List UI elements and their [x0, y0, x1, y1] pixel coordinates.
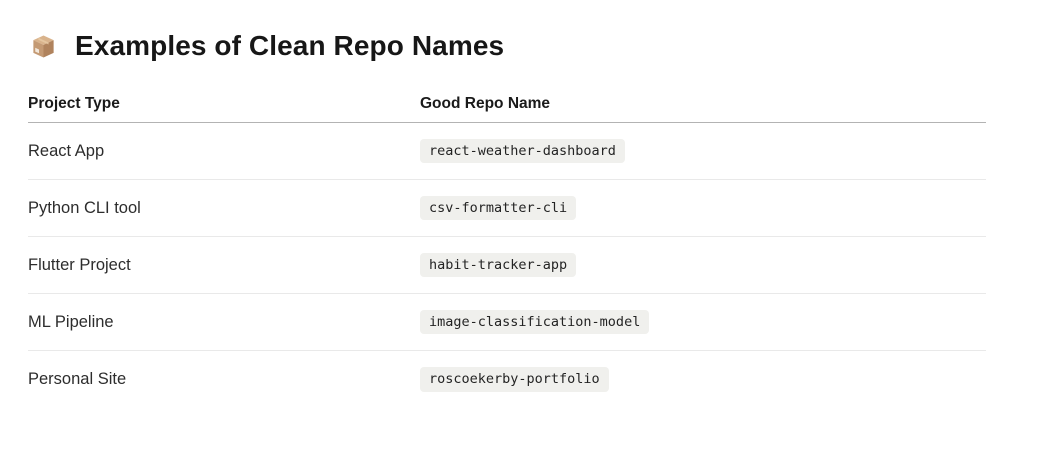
project-type-cell: Flutter Project	[28, 255, 131, 274]
project-type-cell: Python CLI tool	[28, 198, 141, 217]
repo-name-cell: roscoekerby-portfolio	[420, 367, 986, 392]
table-header: Project Type Good Repo Name	[28, 95, 986, 123]
table-row: Flutter Project habit-tracker-app	[28, 237, 986, 294]
repo-name-code: react-weather-dashboard	[420, 138, 625, 164]
table-row: React App react-weather-dashboard	[28, 123, 986, 180]
repo-name-cell: image-classification-model	[420, 309, 986, 335]
project-type-cell: Personal Site	[28, 370, 127, 388]
repo-name-code: image-classification-model	[420, 309, 650, 335]
project-type-cell: ML Pipeline	[28, 312, 114, 331]
repo-name-cell: csv-formatter-cli	[420, 195, 986, 221]
page-root: Examples of Clean Repo Names Project Typ…	[28, 28, 1030, 408]
column-header-good-repo-name: Good Repo Name	[420, 95, 551, 112]
package-icon	[30, 33, 57, 60]
repo-name-cell: react-weather-dashboard	[420, 138, 986, 164]
table-body: React App react-weather-dashboard Python…	[28, 123, 986, 408]
table-row: Personal Site roscoekerby-portfolio	[28, 351, 986, 408]
repo-name-code: habit-tracker-app	[420, 252, 577, 278]
column-header-project-type: Project Type	[28, 95, 120, 112]
repo-examples-table: Project Type Good Repo Name React App re…	[28, 95, 986, 408]
project-type-cell: React App	[28, 141, 105, 160]
table-row: ML Pipeline image-classification-model	[28, 294, 986, 351]
page-title: Examples of Clean Repo Names	[75, 30, 505, 61]
repo-name-cell: habit-tracker-app	[420, 252, 986, 278]
page-title-row: Examples of Clean Repo Names	[30, 28, 1030, 64]
repo-name-code: csv-formatter-cli	[420, 195, 577, 221]
repo-name-code: roscoekerby-portfolio	[420, 367, 609, 392]
table-row: Python CLI tool csv-formatter-cli	[28, 180, 986, 237]
